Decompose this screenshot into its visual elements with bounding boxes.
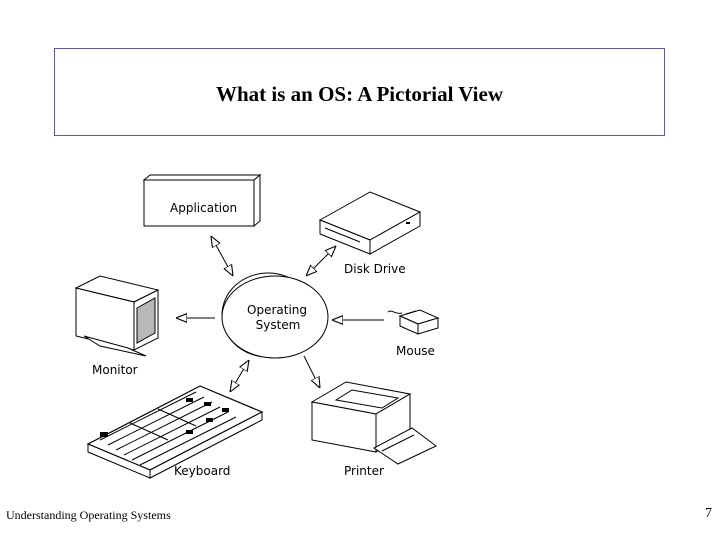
disk-drive-label: Disk Drive (344, 262, 406, 276)
keyboard-icon (86, 385, 264, 479)
printer-label: Printer (344, 464, 384, 478)
application-label: Application (170, 201, 237, 215)
printer-arrow (303, 355, 320, 388)
disk-drive-icon (318, 191, 422, 255)
application-arrow (211, 236, 233, 276)
printer-icon (310, 381, 437, 465)
keyboard-label: Keyboard (174, 464, 230, 478)
page-number: 7 (705, 506, 712, 521)
monitor-label: Monitor (92, 363, 138, 377)
monitor-icon (74, 275, 160, 357)
os-label-line1: Operating (247, 303, 307, 317)
os-label-line2: System (256, 318, 301, 332)
slide-title: What is an OS: A Pictorial View (215, 81, 503, 106)
mouse-label: Mouse (396, 344, 435, 358)
mouse-icon (387, 309, 440, 335)
application-box: Application (142, 173, 262, 228)
title-box: What is an OS: A Pictorial View (54, 48, 665, 136)
disk-drive-arrow (306, 246, 336, 276)
footer-text: Understanding Operating Systems (6, 508, 171, 522)
keyboard-arrow (230, 360, 249, 392)
operating-system-node: Operating System (221, 272, 329, 359)
